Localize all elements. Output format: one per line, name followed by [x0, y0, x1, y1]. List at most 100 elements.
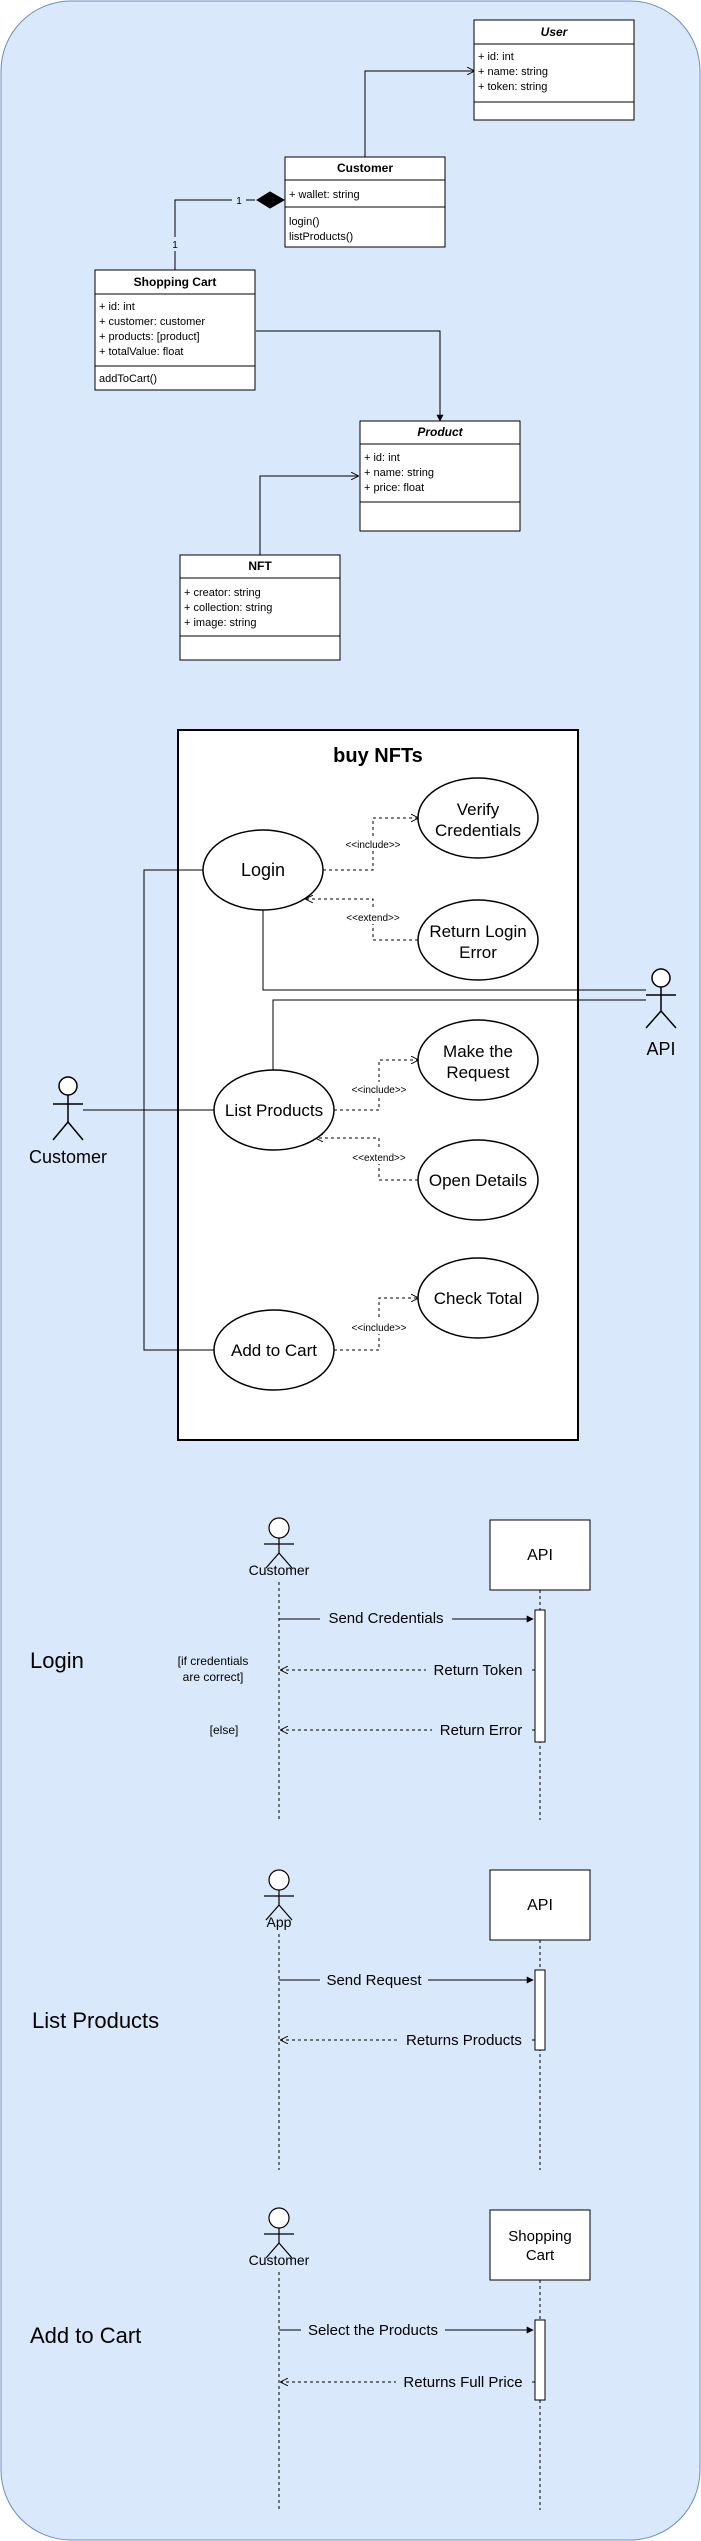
lifeline-label: Shopping	[508, 2228, 571, 2245]
sequence-label: List Products	[32, 2008, 159, 2033]
class-title: User	[541, 25, 569, 39]
list-api-line	[272, 999, 646, 1070]
message-label: Returns Full Price	[403, 2374, 522, 2391]
use-case-verify-credentials[interactable]: Verify Credentials	[417, 777, 539, 859]
class-attribute: + wallet: string	[289, 189, 360, 201]
guard-condition: [else]	[210, 1723, 239, 1737]
message-label: Select the Products	[308, 2322, 438, 2339]
use-case-add-to-cart[interactable]: Add to Cart	[213, 1309, 335, 1391]
sequence-label: Login	[30, 1648, 84, 1673]
class-method: login()	[289, 216, 320, 228]
login-api-line	[262, 910, 646, 991]
use-case-label: Return Login	[429, 922, 526, 941]
activation-bar	[534, 1609, 546, 1743]
class-nft[interactable]: NFT + creator: string + collection: stri…	[179, 554, 341, 661]
lifeline-customer[interactable]: Customer	[249, 1517, 310, 1820]
lifeline-shopping-cart[interactable]: Shopping Cart	[489, 2209, 591, 2510]
class-attribute: + customer: customer	[99, 316, 205, 328]
use-case-label: Make the	[443, 1042, 513, 1061]
class-user[interactable]: User + id: int + name: string + token: s…	[473, 19, 635, 121]
lifeline-label: Customer	[249, 1562, 310, 1578]
use-case-open-details[interactable]: Open Details	[417, 1139, 539, 1221]
use-case-make-request[interactable]: Make the Request	[417, 1019, 539, 1101]
use-case-return-login-error[interactable]: Return Login Error	[417, 899, 539, 981]
actor-label: Customer	[29, 1147, 107, 1167]
stick-figure-icon	[264, 1869, 294, 1921]
guard-condition: [if credentials	[178, 1654, 249, 1668]
class-method: addToCart()	[99, 373, 157, 385]
message-label: Send Request	[326, 1972, 422, 1989]
actor-label: API	[646, 1039, 675, 1059]
class-title: Product	[417, 425, 463, 439]
activation-bar	[534, 2319, 546, 2401]
class-attribute: + id: int	[478, 51, 514, 63]
use-case-label: Login	[241, 860, 285, 880]
class-attribute: + collection: string	[184, 602, 272, 614]
stick-figure-icon	[264, 1517, 294, 1569]
lifeline-label: App	[267, 1914, 292, 1930]
stick-figure-icon	[52, 1076, 84, 1141]
class-method: listProducts()	[289, 231, 353, 243]
lifeline-customer[interactable]: Customer	[249, 2207, 310, 2510]
relation-label: <<include>>	[351, 1323, 406, 1334]
stick-figure-icon	[645, 968, 677, 1029]
lifeline-label: API	[527, 1897, 553, 1914]
use-case-check-total[interactable]: Check Total	[417, 1257, 539, 1339]
class-attribute: + creator: string	[184, 587, 261, 599]
stick-figure-icon	[264, 2207, 294, 2259]
message-label: Send Credentials	[328, 1610, 443, 1627]
sequence-login: Login Customer API Send Credentials Retu…	[30, 1517, 591, 1820]
customer-user-association	[364, 71, 474, 157]
message-label: Return Error	[440, 1722, 523, 1739]
activation-bar	[534, 1969, 546, 2051]
use-case-login[interactable]: Login	[202, 829, 324, 911]
class-attribute: + id: int	[364, 452, 400, 464]
multiplicity-cart-side: 1	[172, 240, 178, 251]
class-attribute: + name: string	[478, 66, 548, 78]
actor-customer[interactable]: Customer	[29, 1076, 107, 1167]
use-case-label: Open Details	[429, 1171, 527, 1190]
relation-label: <<extend>>	[352, 1153, 406, 1164]
use-case-label: Error	[459, 943, 497, 962]
class-title: NFT	[248, 559, 272, 573]
use-case-label: Verify	[457, 800, 500, 819]
cart-product-association	[256, 330, 444, 422]
class-customer[interactable]: Customer + wallet: string login() listPr…	[284, 156, 446, 248]
message-label: Return Token	[434, 1662, 523, 1679]
class-title: Customer	[337, 161, 393, 175]
lifeline-label: Cart	[526, 2247, 555, 2264]
use-case-diagram: buy NFTs <<include>> <<extend>> <<includ…	[29, 729, 677, 1441]
lifeline-label: API	[527, 1547, 553, 1564]
lifeline-app[interactable]: App	[264, 1869, 294, 2170]
include-login-verify	[323, 818, 418, 871]
class-attribute: + name: string	[364, 467, 434, 479]
class-shopping-cart[interactable]: Shopping Cart + id: int + customer: cust…	[94, 269, 256, 391]
use-case-list-products[interactable]: List Products	[213, 1069, 335, 1151]
sequence-label: Add to Cart	[30, 2323, 141, 2348]
lifeline-api[interactable]: API	[489, 1519, 591, 1820]
actor-api[interactable]: API	[645, 968, 677, 1059]
message-label: Returns Products	[406, 2032, 522, 2049]
relation-label: <<extend>>	[346, 913, 400, 924]
use-case-label: Credentials	[435, 821, 521, 840]
lifeline-api[interactable]: API	[489, 1869, 591, 2170]
class-attribute: + token: string	[478, 81, 547, 93]
guard-condition: are correct]	[183, 1670, 244, 1684]
class-attribute: + id: int	[99, 301, 135, 313]
use-case-label: Check Total	[434, 1289, 523, 1308]
relation-label: <<include>>	[351, 1085, 406, 1096]
class-attribute: + totalValue: float	[99, 346, 184, 358]
class-attribute: + image: string	[184, 617, 256, 629]
class-attribute: + price: float	[364, 482, 424, 494]
class-diagram: 1 1 User + id: int + name: string + toke…	[94, 19, 635, 661]
class-product[interactable]: Product + id: int + name: string + price…	[359, 420, 521, 532]
class-attribute: + products: [product]	[99, 331, 200, 343]
class-title: Shopping Cart	[134, 275, 217, 289]
use-case-label: List Products	[225, 1101, 323, 1120]
multiplicity-customer-side: 1	[236, 196, 242, 207]
sequence-add-to-cart: Add to Cart Customer Shopping Cart Selec…	[30, 2207, 591, 2510]
include-list-request	[334, 1060, 418, 1111]
include-cart-total	[334, 1298, 418, 1351]
lifeline-label: Customer	[249, 2252, 310, 2268]
